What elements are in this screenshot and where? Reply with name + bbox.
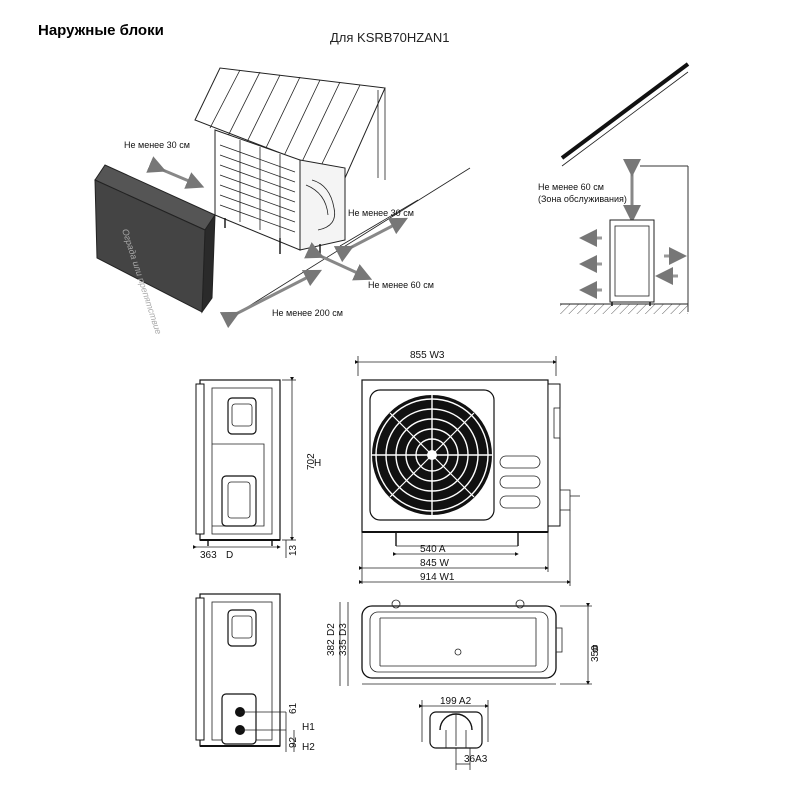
front-clearance-arrow bbox=[304, 242, 373, 281]
dim-d-value: 363 bbox=[200, 550, 217, 561]
dim-d3-label: D3 bbox=[338, 623, 349, 636]
foot-detail: 199 A2 36A3 bbox=[418, 696, 489, 770]
dim-w3: 855 W3 bbox=[410, 350, 445, 361]
side-view-lower: 61 H1 92 H2 bbox=[195, 593, 315, 753]
dim-w1: 914 W1 bbox=[420, 572, 455, 583]
unit-side-outline bbox=[609, 219, 655, 303]
dim-h1-label: H1 bbox=[302, 722, 315, 733]
side-view-upper: 702 H 363 D 13 bbox=[192, 376, 321, 561]
model-subtitle: Для KSRB70HZAN1 bbox=[330, 30, 450, 45]
dim-d2-label: D2 bbox=[326, 623, 337, 636]
side-clearance-label: Не менее 30 см bbox=[348, 208, 414, 218]
far-clearance-arrow bbox=[219, 269, 323, 329]
top-view: D2 382 D3 335 350 B bbox=[326, 599, 601, 686]
dim-a: 540 A bbox=[420, 544, 446, 555]
dim-d2-value: 382 bbox=[326, 639, 337, 656]
clearance-perspective: Ограда или препятствие Не менее 30 см Не… bbox=[94, 67, 471, 336]
dim-foot-value: 13 bbox=[288, 544, 299, 556]
top-clearance-label: Не менее 60 см bbox=[538, 182, 604, 192]
obstacle-wall: Ограда или препятствие bbox=[94, 164, 216, 336]
back-clearance-label: Не менее 30 см bbox=[124, 140, 190, 150]
page-title: Наружные блоки bbox=[38, 22, 164, 39]
dim-h1-value: 61 bbox=[288, 702, 299, 714]
dim-h-value: 702 bbox=[306, 453, 317, 470]
back-clearance-arrow bbox=[146, 156, 205, 189]
fan-grille bbox=[369, 389, 495, 521]
dim-h2-label: H2 bbox=[302, 742, 315, 753]
airflow-arrows bbox=[579, 229, 687, 299]
top-clearance-view: Не менее 60 см (Зона обслуживания) bbox=[538, 62, 690, 314]
dim-h-label: H bbox=[314, 458, 321, 469]
dim-w: 845 W bbox=[420, 558, 449, 569]
outdoor-unit-perspective bbox=[214, 129, 346, 254]
dim-d3-value: 335 bbox=[338, 639, 349, 656]
dim-h2-value: 92 bbox=[288, 736, 299, 748]
dim-d-label: D bbox=[226, 550, 233, 561]
dim-b-label: B bbox=[592, 644, 599, 655]
dim-b-value: 350 bbox=[590, 645, 601, 662]
dim-a2: 199 A2 bbox=[440, 696, 472, 707]
far-clearance-label: Не менее 200 см bbox=[272, 308, 343, 318]
front-clearance-label: Не менее 60 см bbox=[368, 280, 434, 290]
service-zone-label: (Зона обслуживания) bbox=[538, 194, 627, 204]
front-view: 855 W3 540 A bbox=[354, 350, 580, 586]
dim-a3: 36A3 bbox=[464, 754, 488, 765]
